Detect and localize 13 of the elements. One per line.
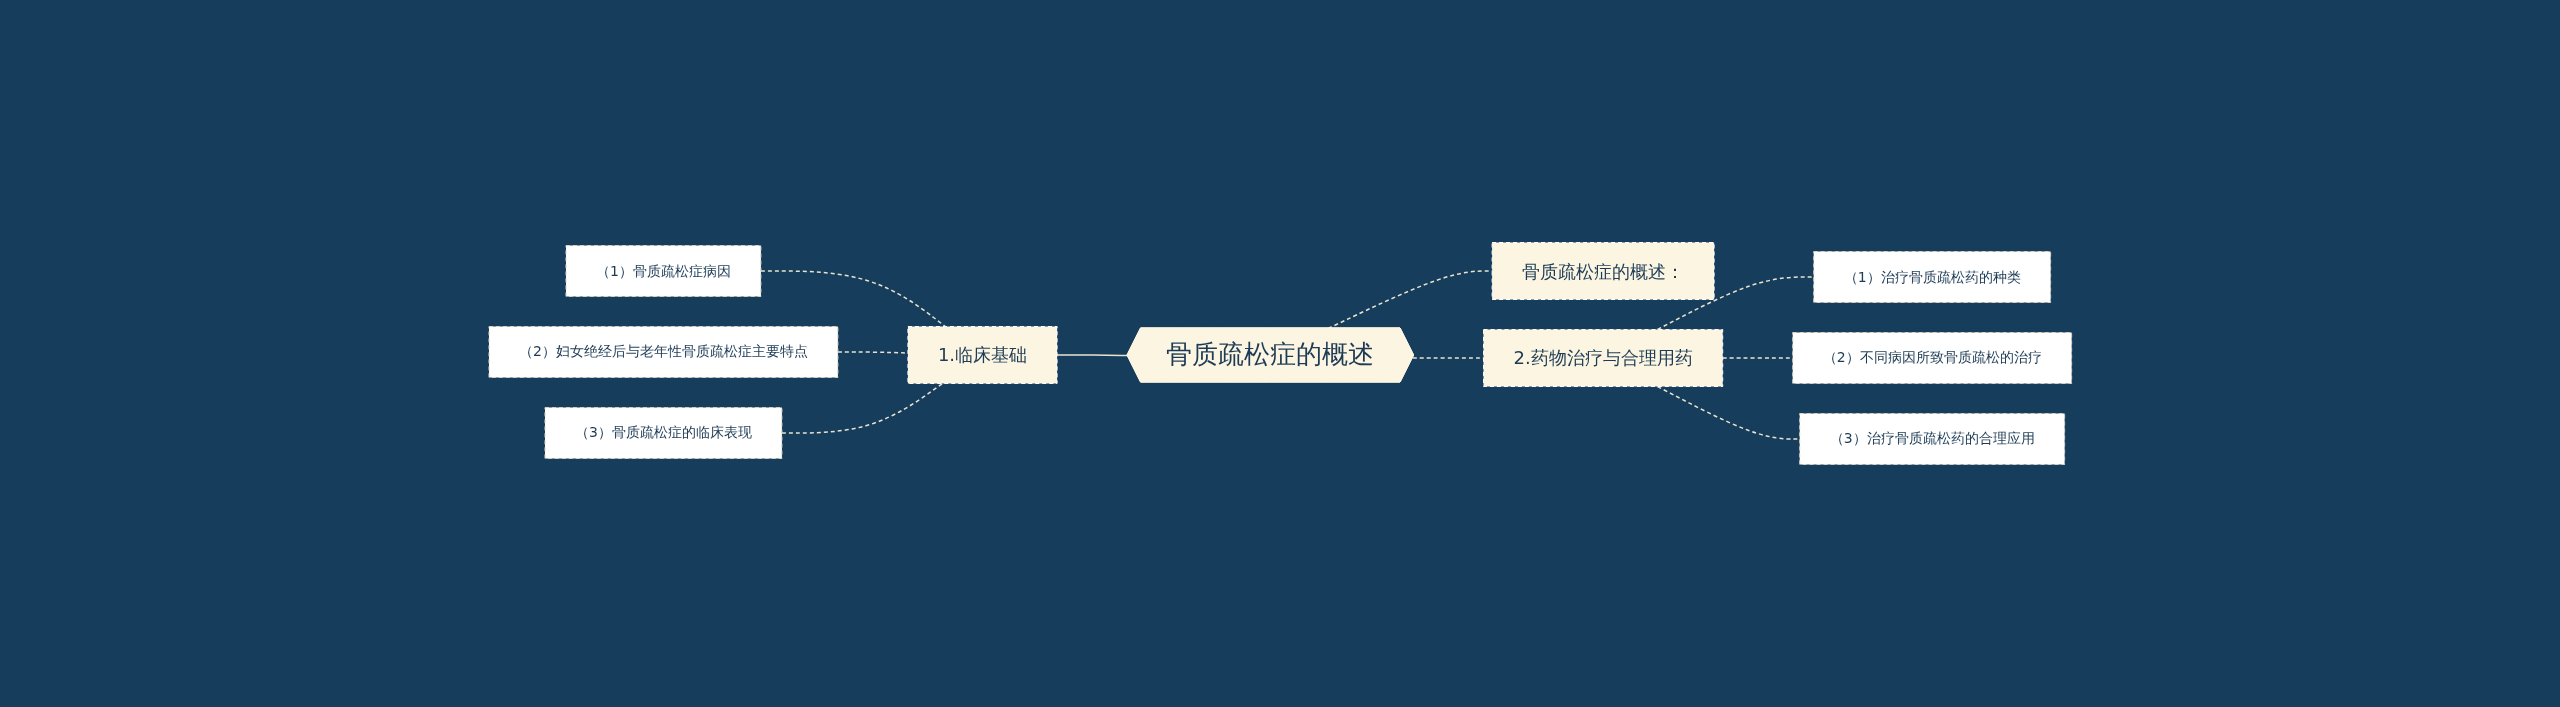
node-box: 2.药物治疗与合理用药 (1482, 329, 1723, 387)
node-box: （2）不同病因所致骨质疏松的治疗 (1791, 332, 2072, 384)
connector (759, 270, 946, 328)
connector (1656, 276, 1815, 331)
node-box: （2）妇女绝经后与老年性骨质疏松症主要特点 (488, 326, 839, 378)
node-box: 1.临床基础 (907, 326, 1058, 384)
node-box: （1）骨质疏松症病因 (565, 245, 762, 297)
node-box: （3）骨质疏松症的临床表现 (544, 407, 783, 459)
node-box: （3）治疗骨质疏松药的合理应用 (1798, 413, 2065, 465)
connector (780, 382, 943, 434)
connector (1056, 354, 1129, 357)
node-box: （1）治疗骨质疏松药的种类 (1812, 251, 2051, 303)
node-box: 骨质疏松症的概述： (1491, 242, 1715, 300)
